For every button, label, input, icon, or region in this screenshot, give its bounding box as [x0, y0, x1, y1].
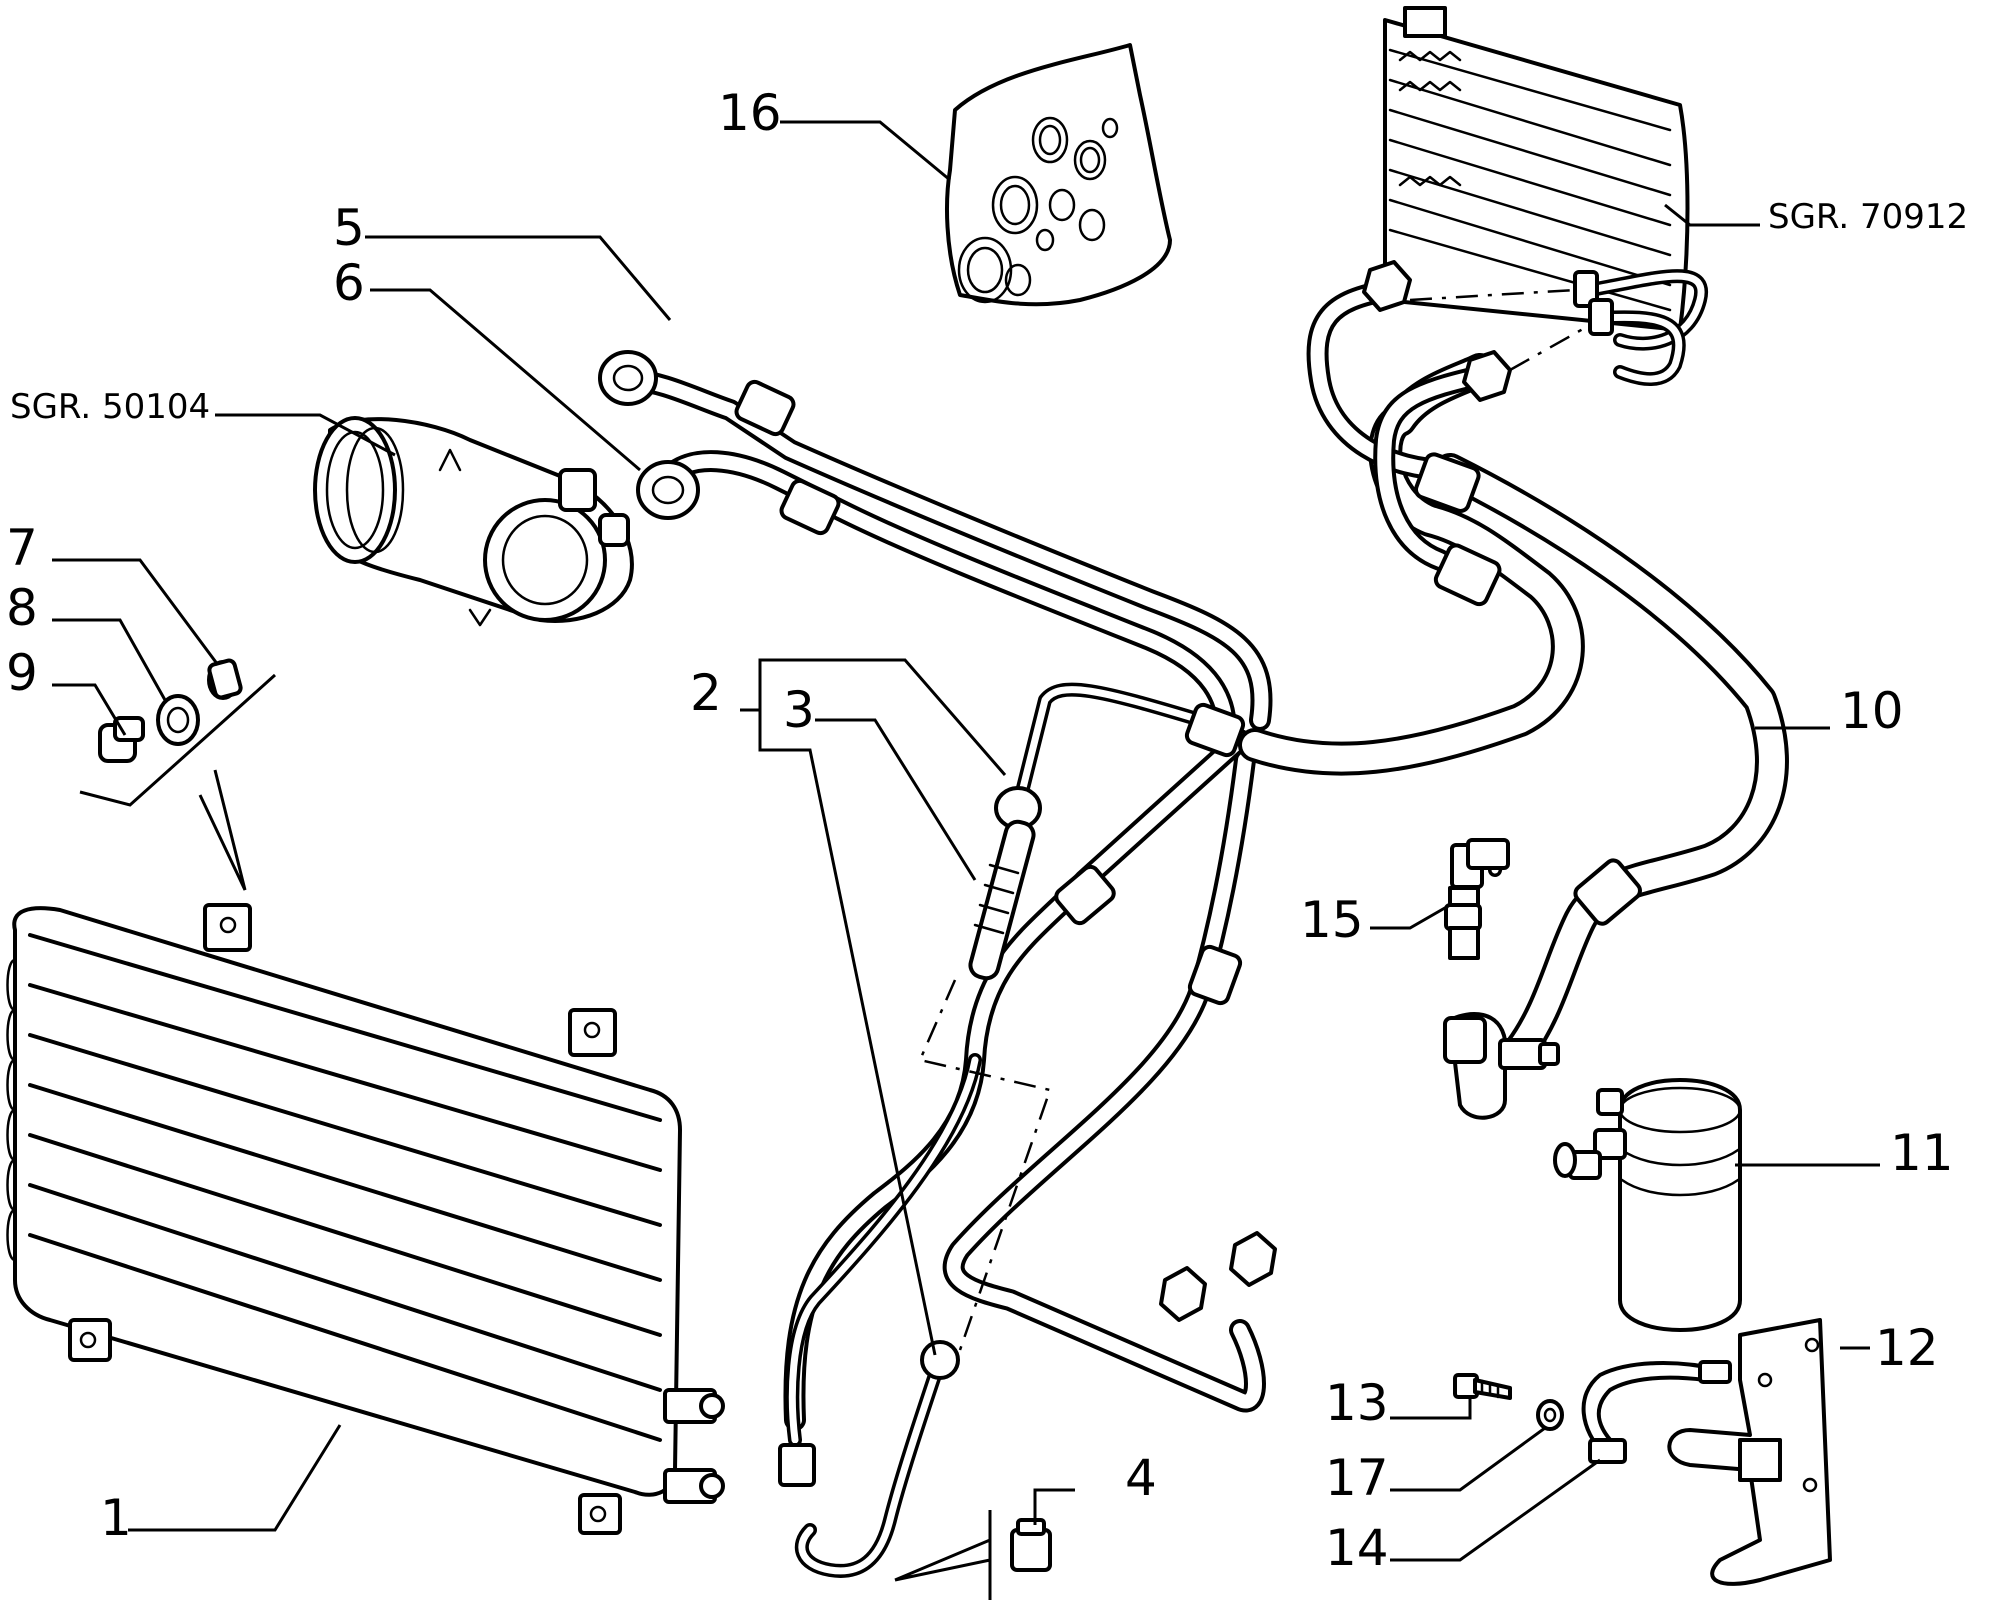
- compressor-unit: [313, 416, 634, 627]
- seal-kit-bag: [945, 43, 1172, 307]
- callout-14: 14: [1325, 1519, 1389, 1577]
- evaporator-unit: [1383, 6, 1709, 386]
- callout-3: 3: [783, 681, 815, 739]
- callout-5: 5: [333, 199, 365, 257]
- callout-13: 13: [1325, 1374, 1389, 1432]
- callout-15: 15: [1300, 891, 1364, 949]
- callout-labels: 1 2 3 4 5 6 7 8 9 10 11 12 13 14 15 16 1…: [6, 84, 1968, 1577]
- callout-6: 6: [333, 254, 365, 312]
- refrigerant-lines: [619, 279, 1789, 1578]
- callout-9: 9: [6, 644, 38, 702]
- callout-10: 10: [1840, 682, 1904, 740]
- callout-16: 16: [718, 84, 782, 142]
- callout-2: 2: [690, 664, 722, 722]
- washer: [1536, 1399, 1564, 1431]
- valve-cap: [1010, 1518, 1052, 1572]
- callout-4: 4: [1125, 1449, 1157, 1507]
- callout-7: 7: [6, 519, 38, 577]
- union-fitting: [1443, 1012, 1560, 1120]
- clamp-band: [1581, 1360, 1732, 1464]
- receiver-drier: [1553, 1078, 1742, 1332]
- callout-11: 11: [1890, 1124, 1954, 1182]
- alignment-lines: [918, 288, 1591, 1351]
- callout-12: 12: [1875, 1319, 1939, 1377]
- screw: [1453, 1373, 1512, 1400]
- condenser: [6, 903, 725, 1535]
- leader-lines: [52, 120, 1880, 1600]
- pressure-switch: [1444, 838, 1510, 960]
- drier-bracket: [1667, 1318, 1832, 1586]
- small-fittings: [98, 658, 243, 763]
- callout-17: 17: [1325, 1449, 1389, 1507]
- ref-evaporator: SGR. 70912: [1768, 197, 1968, 237]
- ref-compressor: SGR. 50104: [10, 387, 210, 427]
- callout-8: 8: [6, 579, 38, 637]
- pipe-fittings: [598, 260, 1642, 1487]
- callout-1: 1: [100, 1489, 132, 1547]
- tube-insert: [968, 819, 1036, 981]
